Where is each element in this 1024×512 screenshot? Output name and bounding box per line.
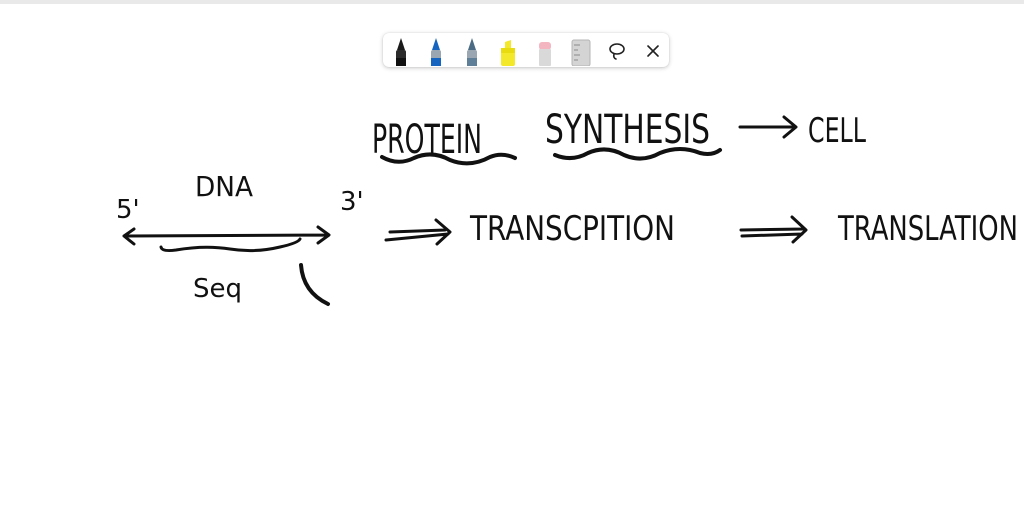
close-icon: [647, 45, 659, 57]
seq-brace: [159, 237, 302, 253]
yellow-highlighter-tool[interactable]: [494, 36, 522, 66]
arrow-to-transcription: [384, 218, 452, 246]
close-toolbar-button[interactable]: [639, 36, 667, 66]
word-transcription: TRANSCPITION: [469, 209, 675, 249]
teal-pen-icon: [467, 38, 477, 66]
ruler-tool[interactable]: [567, 36, 595, 66]
teal-pen-tool[interactable]: [458, 36, 486, 66]
protein-underline: [380, 152, 517, 166]
whiteboard-canvas[interactable]: PROTEIN SYNTHESIS CELL DNA 5' 3' Seq TRA…: [0, 70, 1024, 512]
eraser-tool[interactable]: [531, 36, 559, 66]
label-dna: DNA: [195, 170, 253, 203]
label-seq: Seq: [193, 274, 242, 304]
arrow-to-translation: [739, 215, 808, 244]
word-translation: TRANSLATION: [837, 209, 1018, 249]
dna-double-arrow: [122, 225, 331, 246]
blue-pen-icon: [431, 38, 441, 66]
black-pen-icon: [396, 38, 406, 66]
arrow-to-cell: [738, 115, 798, 139]
window-top-edge: [0, 0, 1024, 4]
partial-stroke: [299, 263, 330, 306]
highlighter-icon: [501, 40, 515, 66]
lasso-select-tool[interactable]: [603, 36, 631, 66]
blue-pen-tool[interactable]: [422, 36, 450, 66]
eraser-icon: [539, 42, 551, 66]
word-synthesis: SYNTHESIS: [545, 107, 710, 153]
word-cell: CELL: [808, 111, 866, 151]
lasso-icon: [609, 43, 625, 60]
label-five-prime: 5': [116, 195, 140, 225]
synthesis-underline: [553, 147, 722, 161]
label-three-prime: 3': [340, 187, 364, 217]
ruler-icon: [571, 39, 591, 66]
ink-toolbar: [383, 33, 669, 67]
black-pen-tool[interactable]: [387, 36, 415, 66]
